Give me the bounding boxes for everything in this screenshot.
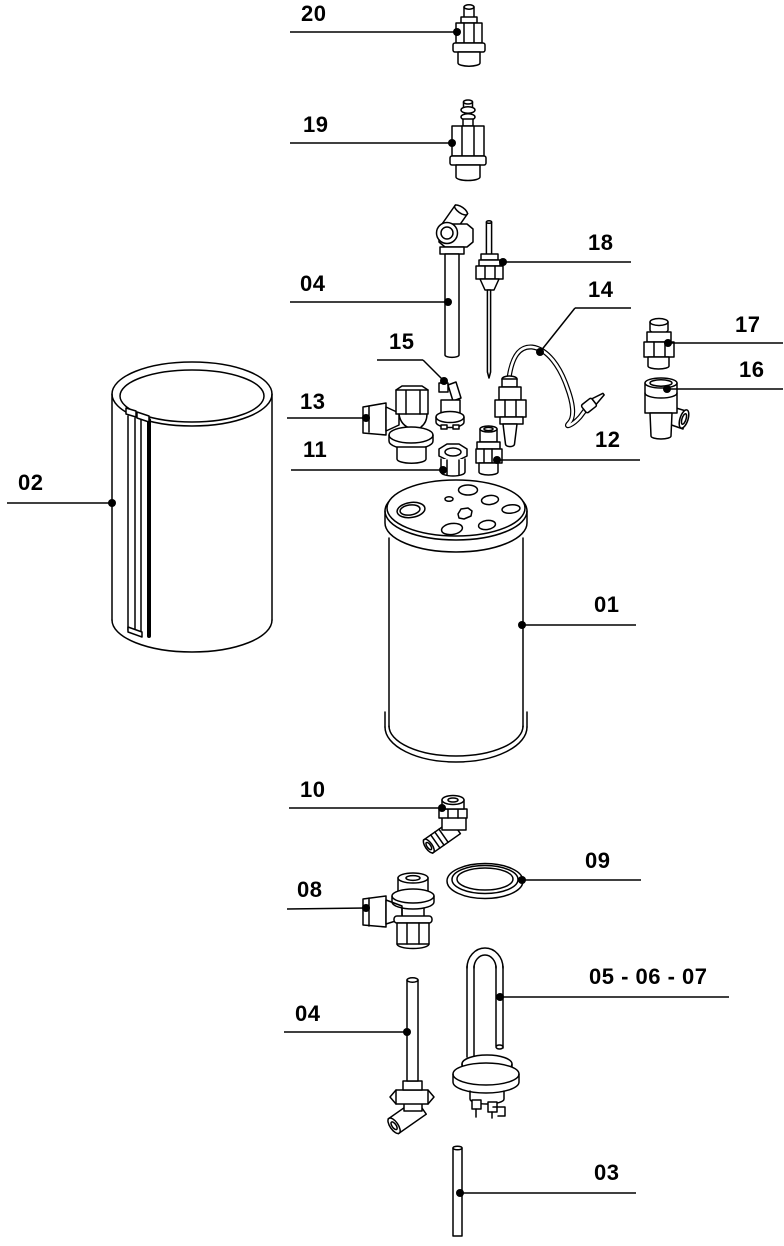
part-16-angle-outlet-valve — [644, 377, 690, 440]
callout-label-16: 16 — [739, 357, 765, 382]
part-20-barb-fitting — [452, 4, 486, 67]
callout-label-01: 01 — [594, 592, 620, 617]
part-14-sensor-with-cable — [494, 344, 605, 448]
part-08-angle-valve — [362, 872, 435, 950]
leader-dot-14 — [536, 348, 544, 356]
leader-dot-15 — [440, 377, 448, 385]
leader-dot-12 — [493, 456, 501, 464]
callout-label-12: 12 — [595, 427, 621, 452]
callout-label-19: 19 — [303, 112, 329, 137]
part-12-small-fitting — [475, 425, 503, 476]
spade-connector — [580, 392, 605, 414]
callout-label-03: 03 — [594, 1160, 620, 1185]
leader-line-15 — [422, 359, 445, 382]
callout-label-10: 10 — [300, 777, 326, 802]
leader-dot-16 — [663, 385, 671, 393]
part-15-small-sensor — [435, 381, 465, 430]
callout-label-11: 11 — [303, 437, 328, 462]
callout-label-02: 02 — [18, 470, 44, 495]
leader-dot-04-top — [444, 298, 452, 306]
leader-dot-03 — [456, 1189, 464, 1197]
leader-dot-09 — [518, 876, 526, 884]
leader-dot-13 — [362, 414, 370, 422]
leader-dot-18 — [499, 258, 507, 266]
callout-label-04-bottom: 04 — [295, 1001, 321, 1026]
callout-label-09: 09 — [585, 848, 611, 873]
part-13-angle-valve — [362, 385, 434, 464]
callout-leader-lines — [7, 28, 783, 1197]
part-05-06-07-heating-element — [452, 947, 520, 1119]
leader-dot-01 — [518, 621, 526, 629]
leader-line-08 — [286, 907, 367, 910]
part-04-bottom-tube — [387, 977, 435, 1135]
leader-dot-04-bottom — [403, 1028, 411, 1036]
leader-dot-20 — [453, 28, 461, 36]
callout-label-20: 20 — [301, 1, 327, 26]
part-11-hex-nut — [438, 443, 468, 477]
leader-dot-17 — [664, 339, 672, 347]
callout-label-13: 13 — [300, 389, 326, 414]
part-01-boiler-tank — [384, 479, 528, 763]
callout-label-08: 08 — [297, 877, 323, 902]
callout-label-17: 17 — [735, 312, 761, 337]
leader-dot-10 — [438, 804, 446, 812]
callout-label-14: 14 — [588, 277, 614, 302]
callout-label-04-top: 04 — [300, 271, 326, 296]
leader-dot-11 — [439, 466, 447, 474]
part-02-jacket-shell — [111, 361, 273, 653]
leader-dot-08 — [362, 904, 370, 912]
part-18-temperature-probe — [475, 219, 504, 379]
part-10-elbow-pushfit — [422, 794, 468, 854]
leader-dot-02 — [108, 499, 116, 507]
callout-label-05-06-07: 05 - 06 - 07 — [589, 964, 708, 989]
callout-label-18: 18 — [588, 230, 614, 255]
leader-dot-05-06-07 — [496, 993, 504, 1001]
part-09-gasket — [446, 862, 524, 900]
part-04-top-dip-tube — [435, 204, 474, 359]
leader-dot-19 — [448, 139, 456, 147]
part-19-barb-fitting — [449, 99, 487, 182]
leader-line-14 — [539, 307, 576, 353]
part-17-fitting — [643, 317, 675, 370]
callout-label-15: 15 — [389, 329, 415, 354]
